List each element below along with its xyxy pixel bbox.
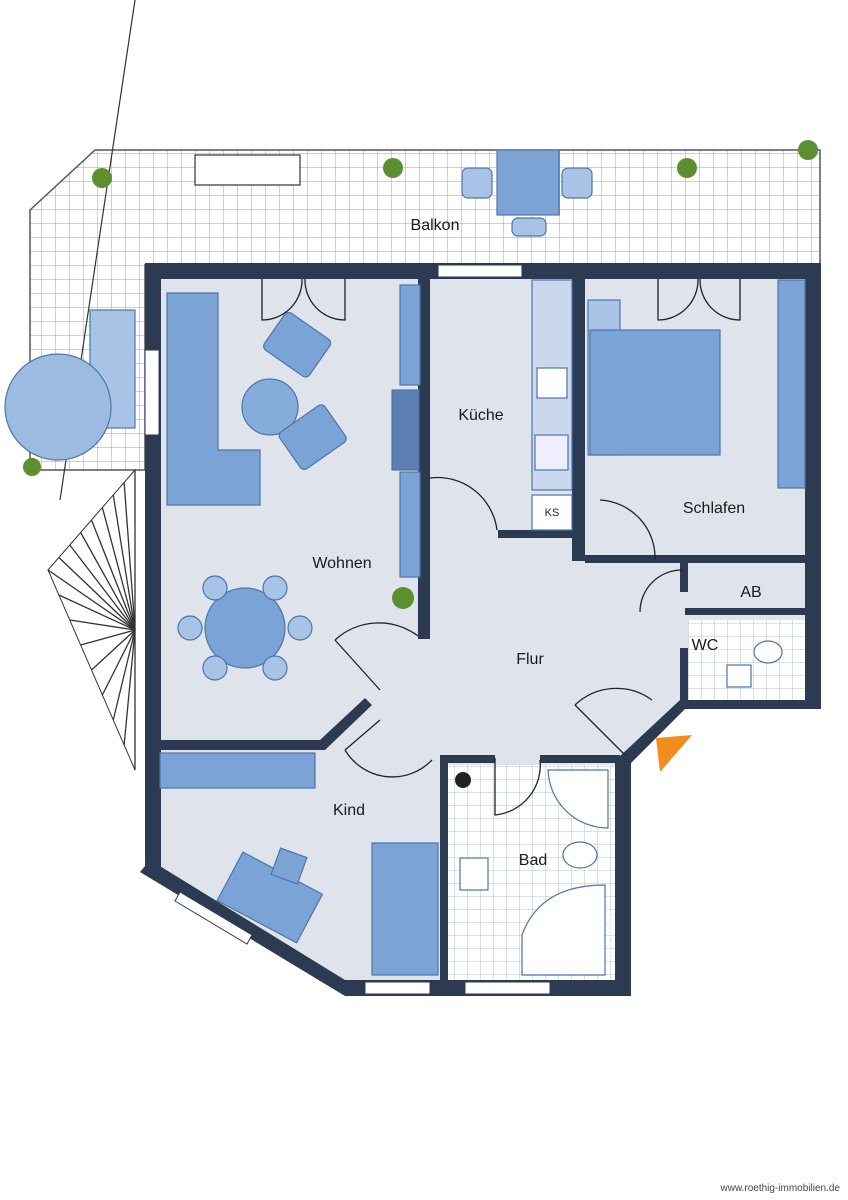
parasol-icon bbox=[4, 353, 112, 461]
stove-icon bbox=[534, 434, 569, 471]
balcony-table-icon bbox=[496, 149, 560, 216]
coffee-table-icon bbox=[241, 378, 299, 436]
room-label-schlafen: Schlafen bbox=[682, 500, 746, 517]
stair-step bbox=[58, 557, 136, 631]
sofa-icon bbox=[166, 292, 261, 506]
furniture bbox=[4, 149, 806, 976]
stair-step bbox=[112, 629, 136, 721]
desk-chair-icon bbox=[270, 847, 308, 885]
kids-bed-icon bbox=[371, 842, 439, 976]
wc-toilet-icon bbox=[753, 640, 783, 664]
grill-icon bbox=[194, 154, 301, 186]
wc-tiles bbox=[688, 620, 805, 700]
bathtub-icon bbox=[521, 884, 606, 976]
stair-step bbox=[58, 594, 136, 631]
shelf-icon bbox=[399, 471, 421, 578]
stair-step bbox=[80, 629, 136, 646]
room-label-flur: Flur bbox=[516, 651, 544, 668]
sink-icon bbox=[536, 367, 568, 399]
stair-step bbox=[101, 507, 136, 631]
dining-chairs-icon bbox=[177, 575, 313, 681]
room-label-wc: WC bbox=[691, 637, 719, 654]
room-label-bad: Bad bbox=[518, 852, 548, 869]
armchair-icon bbox=[263, 311, 332, 378]
wardrobe-icon bbox=[777, 279, 806, 489]
website-url: www.roethig-immobilien.de bbox=[720, 1183, 841, 1194]
toilet-icon bbox=[562, 841, 598, 869]
washbasin-icon bbox=[459, 857, 489, 891]
room-label-kueche: Küche bbox=[458, 407, 504, 424]
bed-icon bbox=[589, 329, 721, 456]
kids-shelf-icon bbox=[159, 752, 316, 789]
room-label-kind: Kind bbox=[332, 802, 366, 819]
room-label-wohnen: Wohnen bbox=[312, 555, 372, 572]
dining-table-icon bbox=[204, 587, 286, 669]
stair-step bbox=[101, 629, 136, 696]
entrance-marker-icon bbox=[656, 735, 692, 772]
onoffice-logo: onOffice bbox=[604, 911, 618, 960]
windows bbox=[144, 264, 551, 995]
armchair-icon bbox=[278, 404, 347, 470]
room-label-ab: AB bbox=[740, 584, 762, 601]
door-swings bbox=[261, 278, 741, 816]
stair-step bbox=[69, 619, 136, 631]
chimney-icon bbox=[455, 772, 471, 788]
stair-step bbox=[90, 519, 136, 631]
shower-icon bbox=[547, 769, 609, 829]
stair-step bbox=[80, 532, 136, 631]
tv-icon bbox=[391, 389, 420, 471]
fridge-label: KS bbox=[544, 507, 560, 519]
plant-icons bbox=[23, 140, 818, 609]
stair-step bbox=[47, 569, 136, 631]
stair-step bbox=[123, 482, 136, 631]
fridge-icon bbox=[531, 494, 573, 531]
stair-step bbox=[91, 629, 136, 671]
stair-step bbox=[69, 544, 136, 631]
shelf-icon bbox=[399, 284, 421, 386]
wc-basin-icon bbox=[726, 664, 752, 688]
room-label-balkon: Balkon bbox=[410, 217, 460, 234]
stair-step bbox=[112, 494, 136, 631]
stair-step bbox=[123, 629, 136, 746]
